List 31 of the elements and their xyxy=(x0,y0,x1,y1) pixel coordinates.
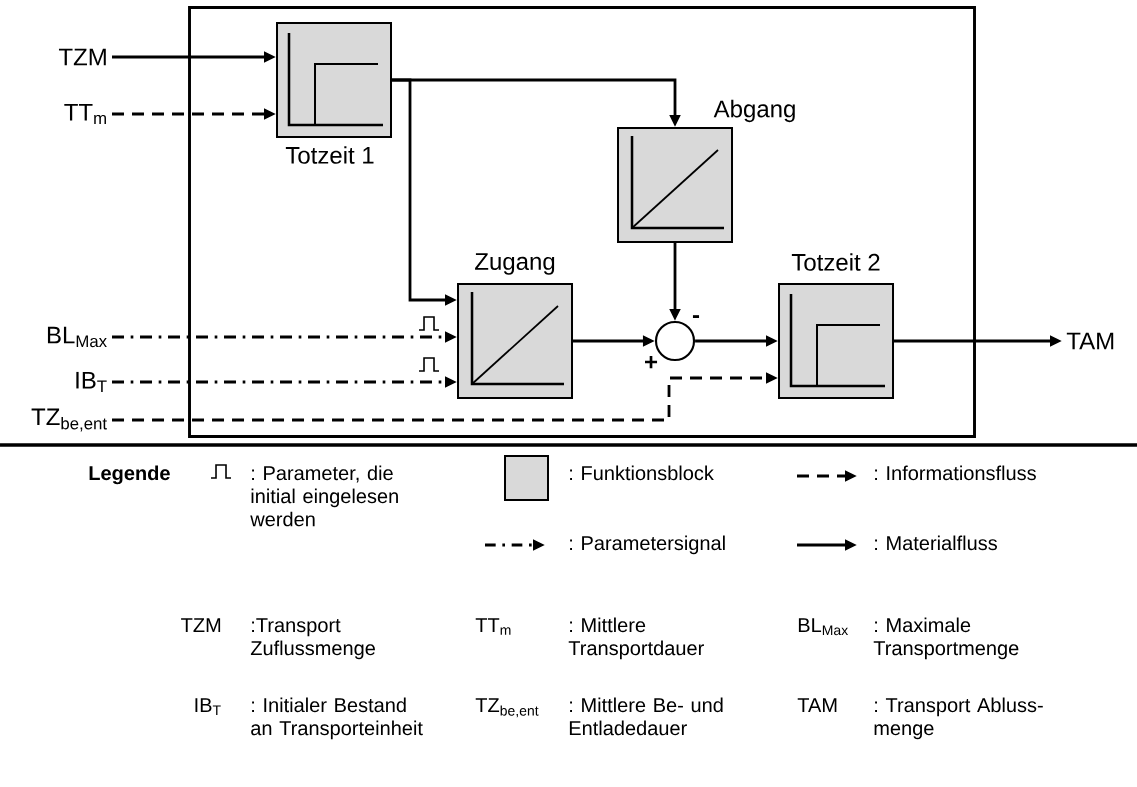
signal-label: TZ$_{be,ent}$ xyxy=(31,408,107,432)
abbreviation: TAM xyxy=(797,698,837,712)
definition-text: :Transport Zuflussmenge xyxy=(250,618,375,660)
legend-text: : Materialfluss xyxy=(875,535,997,551)
legend-text: : Parameter, die initial eingelesen werden xyxy=(250,465,398,527)
legend-text: : Funktionsblock xyxy=(570,465,714,481)
abbreviation: TT$_{m}$ xyxy=(475,618,511,635)
definition-text: : Transport Abluss-menge xyxy=(874,697,1043,740)
abbreviation: TZM xyxy=(181,618,221,632)
signal-label: TAM xyxy=(1066,332,1114,350)
signal-label: BL$_{Max}$ xyxy=(47,326,107,348)
signal-label: TZM xyxy=(58,48,106,66)
sign-label: - xyxy=(692,315,700,319)
legend-text: : Informationsfluss xyxy=(875,465,1036,481)
definition-text: : Mittlere Transportdauer xyxy=(568,617,704,660)
definition-text: : Maximale Transportmenge xyxy=(873,617,1019,660)
signal-label: IB$_{T}$ xyxy=(76,371,107,393)
sign-label: + xyxy=(645,355,658,369)
block-label: Totzeit 1 xyxy=(285,146,374,164)
block-label: Zugang xyxy=(475,253,555,275)
legend-heading: Legende xyxy=(89,465,170,485)
abbreviation: IB$_{T}$ xyxy=(195,698,221,715)
abbreviation: BL$_{Max}$ xyxy=(798,618,848,636)
signal-label: TT$_{m}$ xyxy=(64,104,106,124)
abbreviation: TZ$_{be,ent}$ xyxy=(475,698,539,718)
definition-text: : Initialer Bestand an Transporteinheit xyxy=(251,697,423,740)
legend-text: : Parametersignal xyxy=(570,535,725,555)
definition-text: : Mittlere Be- und Entladedauer xyxy=(569,697,723,736)
block-label: Totzeit 2 xyxy=(791,253,880,271)
frame-box xyxy=(188,6,976,438)
block-label: Abgang xyxy=(713,99,795,123)
